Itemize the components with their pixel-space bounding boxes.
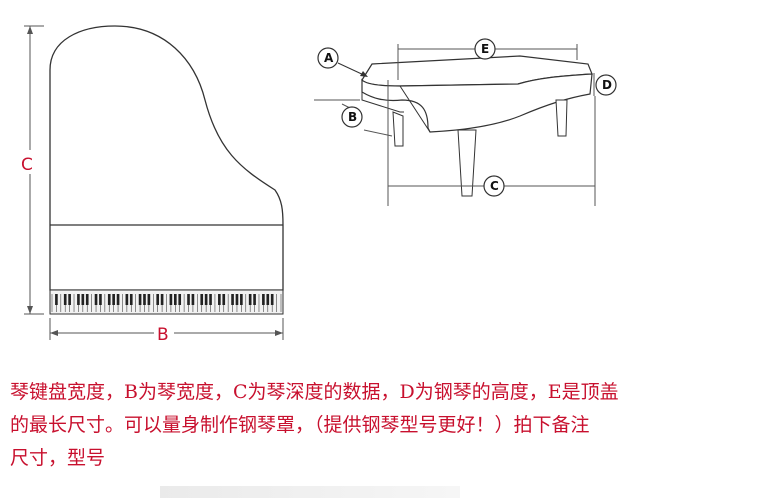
black-key: [160, 294, 164, 305]
black-key: [143, 294, 146, 305]
c-arrow-bottom: [27, 306, 33, 314]
e-badge: [474, 38, 496, 60]
side-view-d-label: D: [602, 78, 612, 92]
black-key: [116, 294, 120, 305]
c-label-bg: [18, 150, 42, 174]
black-key: [81, 294, 85, 305]
black-key: [55, 294, 58, 305]
top-view-c-label: C: [21, 155, 33, 175]
black-key: [178, 294, 182, 305]
black-key: [248, 294, 252, 305]
black-key: [187, 294, 190, 305]
c-arrow-top: [27, 26, 33, 34]
body-rim: [361, 73, 593, 133]
caption-line-2: 的最长尺寸。可以量身制作钢琴罩，（提供钢琴型号更好！）拍下备注: [10, 414, 590, 436]
b-arrow-left: [50, 330, 58, 336]
black-key: [262, 294, 265, 305]
black-key: [222, 294, 226, 305]
black-key: [218, 294, 221, 305]
black-key: [235, 294, 239, 305]
side-view-b-label: B: [348, 110, 357, 124]
piano-body-outline: [49, 25, 284, 291]
black-key: [253, 294, 256, 305]
keyboard-front: [361, 92, 404, 113]
faint-bottom-strip: [160, 486, 460, 498]
b-ref-line-bottom: [363, 129, 393, 137]
black-key: [129, 294, 133, 305]
black-key: [231, 294, 234, 305]
black-key: [270, 294, 274, 305]
top-view-b-label: B: [157, 325, 169, 345]
black-key: [94, 294, 98, 305]
caption-line-1: 琴键盘宽度，B为琴宽度，C为琴深度的数据，D为钢琴的高度，E是顶盖: [10, 381, 619, 403]
piano-dimension-diagram: C B E A B: [18, 25, 617, 345]
caption-line-3: 尺寸，型号: [10, 447, 106, 469]
body-edge-line: [399, 85, 431, 133]
black-key: [204, 294, 208, 305]
black-key: [147, 294, 151, 305]
side-view-c-label: C: [490, 179, 499, 193]
black-key: [209, 294, 212, 305]
side-view-e-label: E: [481, 42, 489, 56]
leg-front-right: [457, 129, 477, 197]
black-key: [266, 294, 270, 305]
a-badge: [317, 47, 339, 69]
black-key: [138, 294, 142, 305]
c-badge: [483, 175, 505, 197]
leg-front-left: [392, 111, 404, 147]
black-key: [107, 294, 111, 305]
b-arrow-right: [275, 330, 283, 336]
black-key: [169, 294, 173, 305]
a-pointer-arrow: [360, 71, 368, 77]
black-key: [63, 294, 67, 305]
black-key: [191, 294, 195, 305]
black-key: [112, 294, 115, 305]
black-key: [240, 294, 243, 305]
black-key: [99, 294, 102, 305]
side-view-a-label: A: [324, 51, 334, 65]
keyboard-keys: [51, 294, 282, 312]
black-key: [173, 294, 177, 305]
leg-back: [555, 99, 568, 137]
b-badge: [341, 106, 363, 128]
black-key: [68, 294, 71, 305]
piano-top-view: C B: [18, 25, 284, 345]
dimension-caption: 琴键盘宽度，B为琴宽度，C为琴深度的数据，D为钢琴的高度，E是顶盖 的最长尺寸。…: [10, 376, 760, 475]
black-key: [156, 294, 160, 305]
piano-side-view: E A B D C: [314, 38, 617, 206]
b-label-bg: [154, 322, 174, 344]
black-key: [77, 294, 80, 305]
black-key: [85, 294, 89, 305]
black-key: [200, 294, 204, 305]
black-key: [125, 294, 129, 305]
d-badge: [595, 74, 617, 96]
